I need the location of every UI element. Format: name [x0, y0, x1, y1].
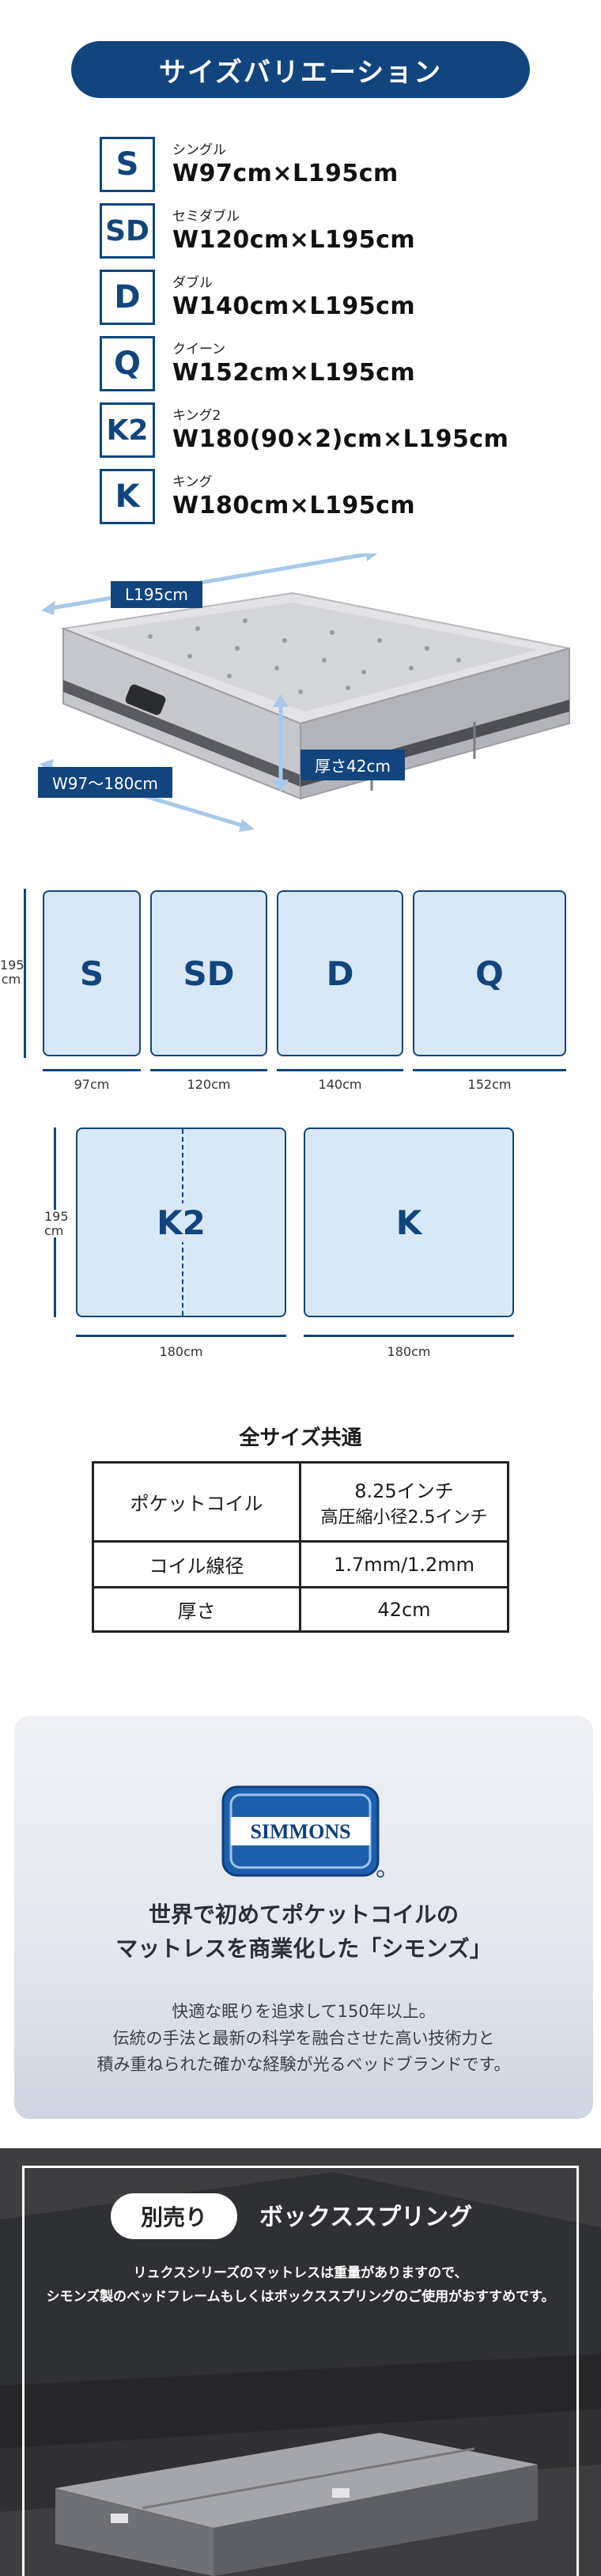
bed-diagram-king2: K2 — [76, 1127, 286, 1317]
table-row: コイル線径 1.7mm/1.2mm — [92, 1540, 509, 1588]
size-dimension: W97cm×L195cm — [172, 159, 399, 187]
box-spring-note: リュクスシリーズのマットレスは重量がありますので、 シモンズ製のベッドフレームも… — [0, 2262, 601, 2310]
width-arrow — [76, 1335, 286, 1337]
width-arrow — [413, 1069, 566, 1071]
box-spring-frame — [22, 2166, 579, 2576]
width-label: 180cm — [159, 1344, 203, 1359]
size-code-badge: K — [100, 469, 155, 524]
length-tag: L195cm — [111, 581, 202, 608]
mattress-illustration: L195cm W97〜180cm 厚さ42cm — [32, 547, 585, 838]
brand-headline-line: マットレスを商業化した「シモンズ」 — [115, 1936, 492, 1962]
width-label: 152cm — [467, 1077, 512, 1092]
bed-diagram-queen: Q — [413, 890, 566, 1056]
bed-code: K2 — [153, 1203, 209, 1242]
thickness-tag: 厚さ42cm — [300, 750, 405, 780]
width-label: 97cm — [74, 1077, 110, 1092]
size-code-badge: Q — [100, 336, 155, 391]
brand-description-line: 積み重ねられた確かな経験が光るベッドブランドです。 — [96, 2055, 511, 2075]
size-row-king2: K2 キング2 W180(90×2)cm×L195cm — [100, 397, 542, 463]
spec-key: コイル線径 — [92, 1540, 301, 1588]
spec-key: ポケットコイル — [92, 1461, 301, 1543]
spec-value-sub: 高圧縮小径2.5インチ — [320, 1508, 488, 1528]
brand-headline-line: 世界で初めてポケットコイルの — [148, 1902, 459, 1928]
header-title: サイズバリエーション — [158, 56, 443, 89]
size-row-single: S シングル W97cm×L195cm — [100, 131, 542, 198]
spec-key: 厚さ — [92, 1586, 301, 1633]
size-name: ダブル — [172, 274, 213, 291]
logo-text: SIMMONS — [250, 1820, 350, 1843]
spec-value: 8.25インチ 高圧縮小径2.5インチ — [299, 1461, 509, 1543]
spec-value-main: 8.25インチ — [354, 1480, 454, 1502]
size-dimension: W140cm×L195cm — [172, 292, 416, 320]
width-label: 180cm — [387, 1344, 431, 1359]
size-row-semi-double: SD セミダブル W120cm×L195cm — [100, 198, 542, 264]
size-row-queen: Q クイーン W152cm×L195cm — [100, 330, 542, 397]
width-arrow — [304, 1335, 514, 1337]
box-spring-note-line: シモンズ製のベッドフレームもしくはボックススプリングのご使用がおすすめです。 — [46, 2288, 555, 2305]
spec-value: 1.7mm/1.2mm — [299, 1540, 509, 1588]
width-arrow — [43, 1069, 141, 1071]
size-name: キング2 — [172, 407, 221, 424]
mattress-image — [40, 547, 570, 832]
width-tag: W97〜180cm — [38, 767, 172, 798]
size-name: キング — [172, 474, 213, 490]
size-list: S シングル W97cm×L195cm SD セミダブル W120cm×L195… — [100, 131, 542, 530]
box-spring-title: ボックススプリング — [259, 2204, 473, 2231]
size-dimension: W180cm×L195cm — [172, 491, 416, 519]
width-arrow — [277, 1069, 403, 1071]
brand-panel: SIMMONS 世界で初めてポケットコイルの マットレスを商業化した「シモンズ」… — [14, 1716, 593, 2119]
size-dimension: W152cm×L195cm — [172, 358, 416, 387]
size-code-badge: K2 — [100, 402, 155, 458]
spec-title: 全サイズ共通 — [239, 1426, 362, 1450]
size-diagram: 195 cm S SD D Q 97cm 120cm 140cm 152cm 1… — [0, 870, 601, 1376]
bed-diagram-single: S — [43, 890, 141, 1056]
height-arrow — [24, 889, 26, 1058]
height-label: 195 cm — [44, 1209, 69, 1238]
size-row-double: D ダブル W140cm×L195cm — [100, 264, 542, 330]
spec-value: 42cm — [299, 1586, 509, 1633]
width-label: 140cm — [318, 1077, 362, 1092]
brand-description-line: 快適な眠りを追求して150年以上。 — [172, 2002, 436, 2021]
size-code-badge: SD — [100, 203, 155, 259]
width-label: 120cm — [187, 1077, 231, 1092]
brand-description-line: 伝統の手法と最新の科学を融合させた高い技術力と — [112, 2028, 495, 2048]
size-variation-header: サイズバリエーション — [71, 41, 530, 98]
spec-table: ポケットコイル 8.25インチ 高圧縮小径2.5インチ コイル線径 1.7mm/… — [92, 1461, 509, 1633]
box-spring-section: 別売り ボックススプリング リュクスシリーズのマットレスは重量がありますので、 … — [0, 2148, 601, 2576]
size-dimension: W120cm×L195cm — [172, 225, 416, 254]
size-code-badge: S — [100, 137, 155, 192]
size-name: シングル — [172, 142, 226, 158]
bed-diagram-semi-double: SD — [150, 890, 267, 1056]
bed-diagram-king: K — [304, 1127, 514, 1317]
simmons-logo: SIMMONS — [221, 1785, 384, 1878]
box-spring-note-line: リュクスシリーズのマットレスは重量がありますので、 — [133, 2265, 468, 2281]
size-code-badge: D — [100, 270, 155, 325]
brand-description: 快適な眠りを追求して150年以上。 伝統の手法と最新の科学を融合させた高い技術力… — [14, 1999, 593, 2079]
bed-diagram-double: D — [277, 890, 403, 1056]
box-spring-image — [0, 2148, 601, 2576]
width-arrow — [150, 1069, 267, 1071]
size-name: セミダブル — [172, 208, 240, 225]
brand-headline: 世界で初めてポケットコイルの マットレスを商業化した「シモンズ」 — [14, 1898, 593, 1966]
size-row-king: K キング W180cm×L195cm — [100, 463, 542, 530]
size-name: クイーン — [172, 341, 226, 357]
table-row: ポケットコイル 8.25インチ 高圧縮小径2.5インチ — [92, 1461, 509, 1543]
sold-separately-badge: 別売り — [111, 2193, 237, 2239]
size-dimension: W180(90×2)cm×L195cm — [172, 425, 509, 453]
table-row: 厚さ 42cm — [92, 1586, 509, 1633]
height-label: 195 cm — [0, 958, 25, 987]
